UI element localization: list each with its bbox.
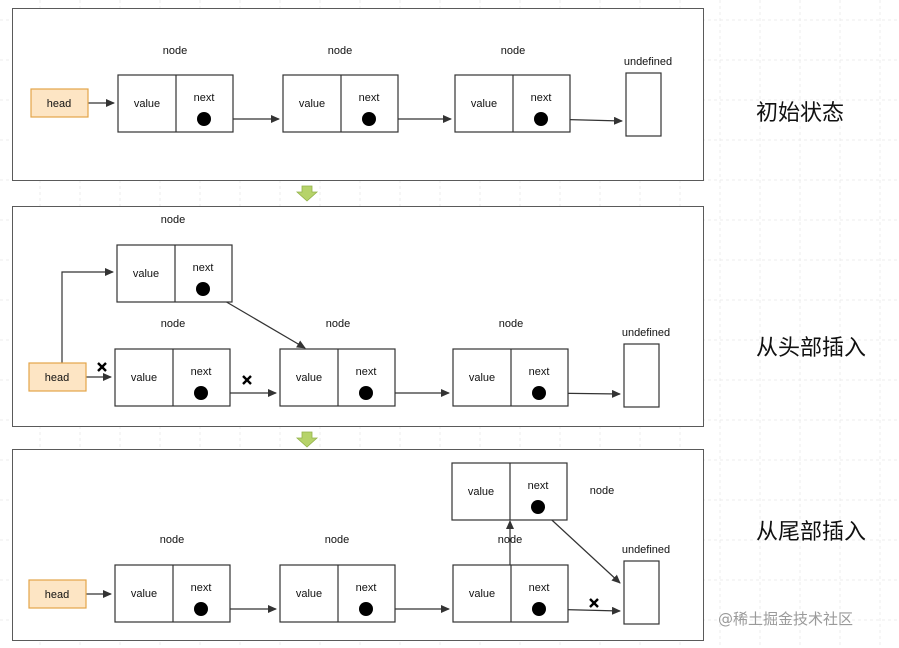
title-initial-state: 初始状态 bbox=[756, 101, 844, 126]
watermark: @稀土掘金技术社区 bbox=[718, 610, 853, 628]
node-7-next-label: next bbox=[191, 582, 212, 594]
node-label-2: node bbox=[328, 45, 352, 57]
node-label-5: node bbox=[326, 318, 350, 330]
diagram-labels: node node node head value next value next value n… bbox=[45, 45, 866, 628]
node-2-value-label: value bbox=[299, 98, 325, 110]
undefined-1-label: undefined bbox=[624, 56, 672, 68]
node-label-9: node bbox=[498, 534, 522, 546]
head-1-label: head bbox=[47, 98, 71, 110]
node-2-pointer-dot bbox=[362, 112, 376, 126]
node-8-pointer-dot bbox=[359, 602, 373, 616]
new-node-head-pointer-dot bbox=[196, 282, 210, 296]
node-6-value-label: value bbox=[469, 372, 495, 384]
node-label-new-tail: node bbox=[590, 485, 614, 497]
undefined-3-box bbox=[623, 560, 660, 625]
node-4-value-label: value bbox=[131, 372, 157, 384]
undefined-3-label: undefined bbox=[622, 544, 670, 556]
node-6-next-label: next bbox=[529, 366, 550, 378]
broken-link-mark-3 bbox=[589, 598, 599, 608]
node-label-1: node bbox=[163, 45, 187, 57]
node-1-next-label: next bbox=[194, 92, 215, 104]
arrow-head-to-new-node bbox=[61, 268, 114, 363]
node-7-value-label: value bbox=[131, 588, 157, 600]
head-2-box bbox=[28, 362, 87, 392]
cross-stroke bbox=[242, 375, 252, 385]
node-5-next-label: next bbox=[356, 366, 377, 378]
undefined-2-label: undefined bbox=[622, 327, 670, 339]
list-nodes bbox=[28, 72, 662, 625]
title-insert-tail: 从尾部插入 bbox=[756, 520, 866, 545]
node-label-7: node bbox=[160, 534, 184, 546]
head-2-label: head bbox=[45, 372, 69, 384]
broken-link-mark-1 bbox=[97, 362, 107, 372]
head-3-label: head bbox=[45, 589, 69, 601]
cross-stroke bbox=[97, 362, 107, 372]
undefined-1-box bbox=[625, 72, 662, 137]
node-5-value-label: value bbox=[296, 372, 322, 384]
cross-stroke bbox=[589, 598, 599, 608]
node-4-next-label: next bbox=[191, 366, 212, 378]
new-node-tail-value-label: value bbox=[468, 486, 494, 498]
node-1-pointer-dot bbox=[197, 112, 211, 126]
node-label-4: node bbox=[161, 318, 185, 330]
node-9-pointer-dot bbox=[532, 602, 546, 616]
node-label-6: node bbox=[499, 318, 523, 330]
node-2-next-label: next bbox=[359, 92, 380, 104]
title-insert-head: 从头部插入 bbox=[756, 336, 866, 361]
node-3-pointer-dot bbox=[534, 112, 548, 126]
node-8-next-label: next bbox=[356, 582, 377, 594]
new-node-tail-next-label: next bbox=[528, 480, 549, 492]
node-6-pointer-dot bbox=[532, 386, 546, 400]
new-node-tail-pointer-dot bbox=[531, 500, 545, 514]
node-8-value-label: value bbox=[296, 588, 322, 600]
new-node-head-next-label: next bbox=[193, 262, 214, 274]
undefined-2-box bbox=[623, 343, 660, 408]
node-5-pointer-dot bbox=[359, 386, 373, 400]
node-3-next-label: next bbox=[531, 92, 552, 104]
arrow-new-node-to-undefined bbox=[540, 509, 621, 584]
node-3-value-label: value bbox=[471, 98, 497, 110]
node-label-8: node bbox=[325, 534, 349, 546]
new-node-head-value-label: value bbox=[133, 268, 159, 280]
transition-arrow-1 bbox=[295, 185, 319, 202]
node-9-next-label: next bbox=[529, 582, 550, 594]
node-label-new: node bbox=[161, 214, 185, 226]
head-1-box bbox=[30, 88, 89, 118]
transition-arrow-2 bbox=[295, 431, 319, 448]
node-4-pointer-dot bbox=[194, 386, 208, 400]
broken-link-mark-2 bbox=[242, 375, 252, 385]
node-7-pointer-dot bbox=[194, 602, 208, 616]
head-3-box bbox=[28, 579, 87, 609]
node-label-3: node bbox=[501, 45, 525, 57]
node-9-value-label: value bbox=[469, 588, 495, 600]
node-1-value-label: value bbox=[134, 98, 160, 110]
